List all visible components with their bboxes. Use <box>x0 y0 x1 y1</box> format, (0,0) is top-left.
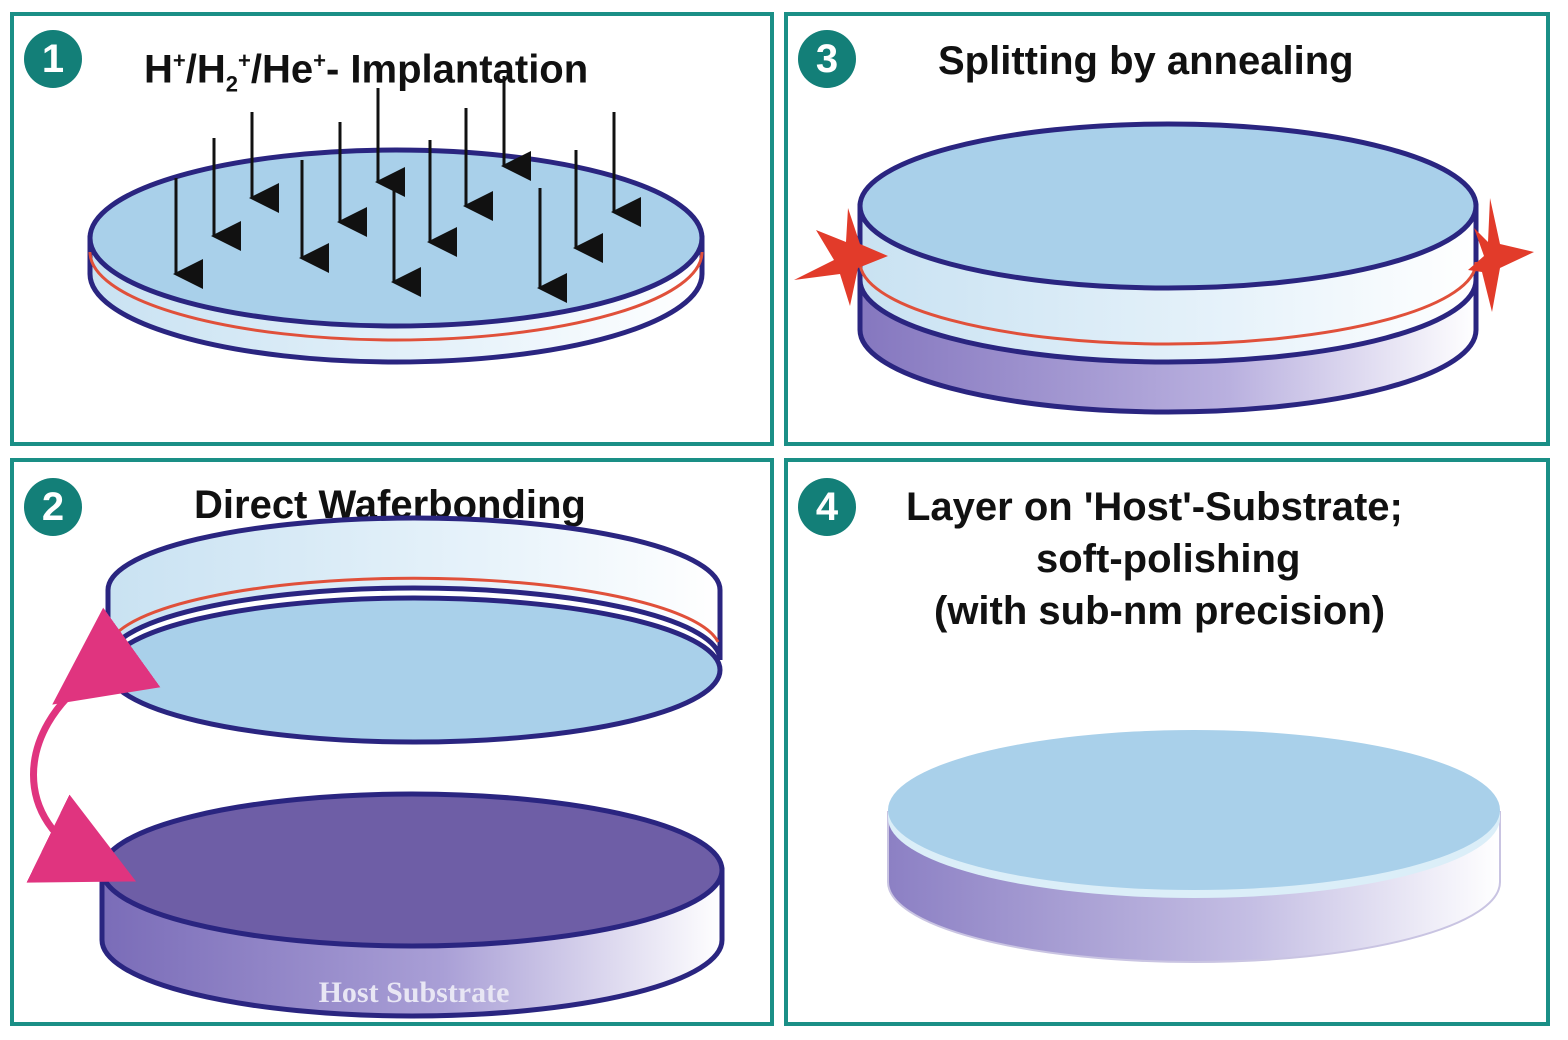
bonding-diagram: Host Substrate <box>26 515 725 1019</box>
transfer-diagram <box>887 730 1501 963</box>
splitting-diagram <box>794 121 1534 415</box>
split-plane <box>88 251 704 342</box>
panel-bonding: 2 Direct Waferbonding Host Substrate <box>10 458 774 1026</box>
host-substrate-label: Host Substrate <box>319 976 510 1009</box>
transfer-title-line2: soft-polishing <box>1036 537 1301 581</box>
step-4-badge: 4 <box>798 478 856 536</box>
step-1-badge: 1 <box>24 30 82 88</box>
spark-left <box>794 208 888 306</box>
transfer-title-line1: Layer on 'Host'-Substrate; <box>906 485 1403 529</box>
panel-splitting: 3 Splitting by annealing <box>784 12 1550 446</box>
panel-implantation: 1 H+/H2+/He+- Implantation <box>10 12 774 446</box>
host-substrate-face <box>99 791 725 949</box>
step-3-badge: 3 <box>798 30 856 88</box>
donor-wafer-side <box>105 515 723 661</box>
splitting-title: Splitting by annealing <box>938 39 1354 83</box>
split-plane <box>858 261 1478 346</box>
implantation-arrows <box>173 76 641 303</box>
panel-transfer: 4 Layer on 'Host'-Substrate; soft-polish… <box>784 458 1550 1026</box>
donor-wafer-top <box>857 121 1479 291</box>
spark-right <box>1468 198 1534 312</box>
step-2-badge: 2 <box>24 478 82 536</box>
implantation-diagram <box>87 76 705 365</box>
donor-wafer-face <box>105 595 723 745</box>
wafer-top <box>87 147 705 329</box>
implantation-title: H+/H2+/He+- Implantation <box>144 47 589 97</box>
bonding-arrow <box>26 607 161 883</box>
transferred-layer-top <box>888 730 1500 890</box>
transfer-title-line3: (with sub-nm precision) <box>934 589 1386 633</box>
